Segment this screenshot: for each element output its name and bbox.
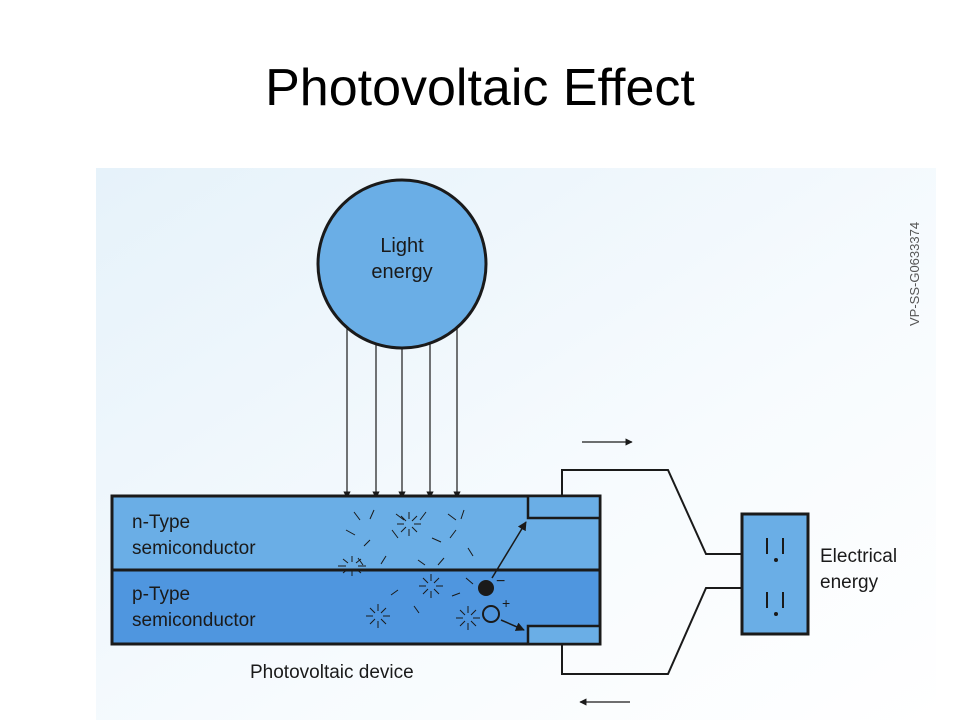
image-code: VP-SS-G0633374 [907,222,922,326]
hole-sign: + [502,595,510,611]
electron [478,580,494,596]
photovoltaic-diagram: VP-SS-G0633374 Light energy n-Type semic… [96,168,936,720]
p-type-label-line2: semiconductor [132,610,256,631]
n-type-label-line2: semiconductor [132,538,256,559]
n-type-label-line1: n-Type [132,512,190,533]
light-source: Light energy [316,178,488,350]
output-label-line1: Electrical [820,546,897,567]
light-label-line1: Light [380,235,424,257]
photon-impacts [338,509,480,630]
slide-title: Photovoltaic Effect [265,59,695,117]
output-label-line2: energy [820,572,879,593]
photovoltaic-device: n-Type semiconductor p-Type semiconducto… [110,494,602,646]
p-type-label-line1: p-Type [132,584,190,605]
device-caption: Photovoltaic device [250,662,414,683]
bottom-contact [526,624,602,646]
hole [482,605,500,623]
electrical-outlet [740,512,810,636]
light-rays [343,328,461,499]
current-arrows [579,438,633,706]
p-type-layer [110,568,602,646]
electron-sign: − [496,573,505,590]
circuit-wires [561,469,742,675]
charge-carriers: − + [478,521,527,631]
top-contact [526,494,602,520]
light-label-line2: energy [371,261,432,283]
